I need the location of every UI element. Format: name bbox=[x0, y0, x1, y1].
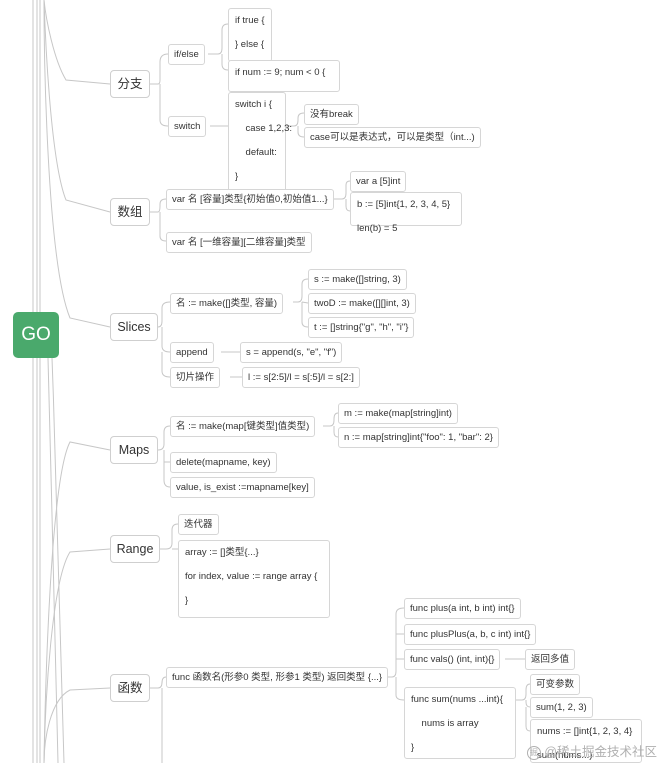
node-make-map[interactable]: 名 := make(map[键类型]值类型) bbox=[170, 416, 316, 437]
node-if-block[interactable]: if true { } else { bbox=[228, 8, 272, 62]
node-array-2d[interactable]: var 名 [一维容量][二维容量]类型 bbox=[166, 232, 312, 253]
node-array-a[interactable]: var a [5]int bbox=[350, 171, 407, 192]
node-switch[interactable]: switch bbox=[168, 116, 207, 137]
node-append-example[interactable]: s = append(s, "e", "f") bbox=[240, 342, 343, 363]
root-node[interactable]: GO bbox=[13, 312, 59, 358]
node-sum-call[interactable]: sum(1, 2, 3) bbox=[530, 697, 593, 718]
node-func-vals[interactable]: func vals() (int, int){} bbox=[404, 649, 501, 670]
node-append[interactable]: append bbox=[170, 342, 214, 363]
watermark: 掘 @稀土掘金技术社区 bbox=[526, 741, 657, 760]
node-slice-op[interactable]: 切片操作 bbox=[170, 367, 221, 388]
node-case-expr[interactable]: case可以是表达式，可以是类型（int...) bbox=[304, 127, 481, 148]
node-n-literal[interactable]: n := map[string]int{"foo": 1, "bar": 2} bbox=[338, 427, 499, 448]
branch-shuzu[interactable]: 数组 bbox=[110, 198, 150, 226]
branch-slices[interactable]: Slices bbox=[110, 313, 158, 341]
node-t-literal[interactable]: t := []string{"g", "h", "i"} bbox=[308, 317, 415, 338]
node-no-break[interactable]: 没有break bbox=[304, 104, 359, 125]
node-is-exist[interactable]: value, is_exist :=mapname[key] bbox=[170, 477, 315, 498]
node-slice-example[interactable]: l := s[2:5]/l = s[:5]/l = s[2:] bbox=[242, 367, 360, 388]
node-make-slice[interactable]: 名 := make([]类型, 容量) bbox=[170, 293, 284, 314]
node-if-num[interactable]: if num := 9; num < 0 { } bbox=[228, 60, 340, 92]
node-s-make[interactable]: s := make([]string, 3) bbox=[308, 269, 407, 290]
watermark-text: @稀土掘金技术社区 bbox=[544, 745, 657, 759]
node-ifelse[interactable]: if/else bbox=[168, 44, 205, 65]
node-func-plusplus[interactable]: func plusPlus(a, b, c int) int{} bbox=[404, 624, 537, 645]
node-array-decl[interactable]: var 名 [容量]类型{初始值0,初始值1...} bbox=[166, 189, 334, 210]
node-nums-literal[interactable]: nums := []int{1, 2, 3, 4} sum(nums...) bbox=[530, 719, 642, 763]
node-twod[interactable]: twoD := make([][]int, 3) bbox=[308, 293, 416, 314]
juejin-logo-icon: 掘 bbox=[526, 745, 541, 760]
node-m-make[interactable]: m := make(map[string]int) bbox=[338, 403, 458, 424]
branch-maps[interactable]: Maps bbox=[110, 436, 158, 464]
node-multi-return[interactable]: 返回多值 bbox=[525, 649, 576, 670]
node-variadic[interactable]: 可变参数 bbox=[530, 674, 581, 695]
branch-range[interactable]: Range bbox=[110, 535, 160, 563]
node-func-decl[interactable]: func 函数名(形参0 类型, 形参1 类型) 返回类型 {...} bbox=[166, 667, 389, 688]
branch-fenzhi[interactable]: 分支 bbox=[110, 70, 150, 98]
node-iterator[interactable]: 迭代器 bbox=[178, 514, 219, 535]
node-array-b[interactable]: b := [5]int{1, 2, 3, 4, 5} len(b) = 5 bbox=[350, 192, 462, 234]
node-delete[interactable]: delete(mapname, key) bbox=[170, 452, 277, 473]
node-range-block[interactable]: array := []类型{...} for index, value := r… bbox=[178, 540, 330, 618]
node-func-plus[interactable]: func plus(a int, b int) int{} bbox=[404, 598, 521, 619]
node-func-sum[interactable]: func sum(nums ...int){ nums is array } bbox=[404, 687, 516, 759]
branch-hanshu[interactable]: 函数 bbox=[110, 674, 150, 702]
node-switch-block[interactable]: switch i { case 1,2,3: default: } bbox=[228, 92, 292, 194]
